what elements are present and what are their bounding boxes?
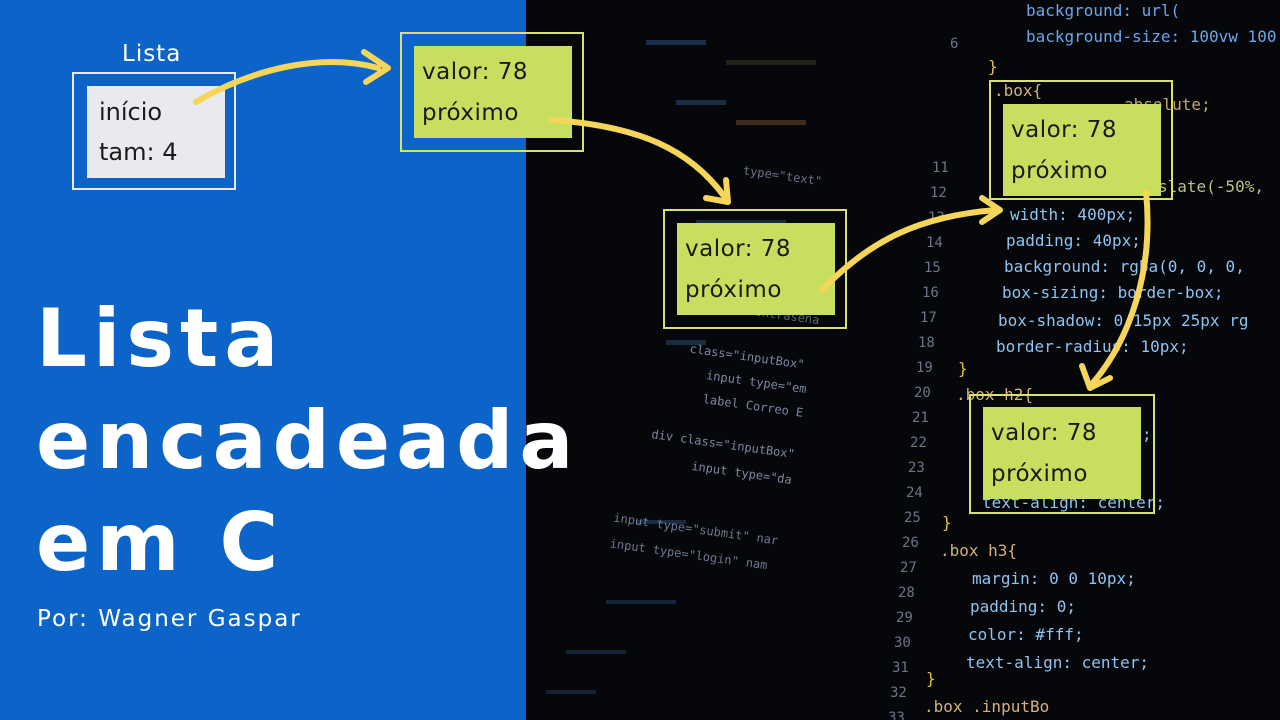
css-code-line: color: #fff; (968, 625, 1084, 644)
blur-mark (676, 100, 726, 105)
line-number: 31 (892, 660, 909, 676)
line-number: 14 (926, 235, 943, 251)
css-code-line: background: rgba(0, 0, 0, (1004, 257, 1245, 276)
html-code-line: div class="inputBox" (651, 427, 796, 461)
css-code-line: } (988, 57, 998, 76)
css-code-line: .box .inputBo (924, 697, 1049, 716)
node-1-box: valor: 78 próximo (414, 46, 572, 138)
node-3-border (989, 80, 1173, 200)
head-field-start: início (99, 98, 163, 126)
blur-mark (696, 220, 786, 225)
css-code-line: } (942, 513, 952, 532)
line-number: 18 (918, 335, 935, 351)
blur-mark (636, 520, 686, 524)
html-code-line: type="text" (742, 163, 823, 188)
node-value: valor: 78 (1011, 117, 1118, 143)
line-number: 11 (932, 160, 949, 176)
node-next: próximo (991, 461, 1088, 487)
css-code-line: margin: 0 0 10px; (972, 569, 1136, 588)
blur-mark (546, 690, 596, 694)
blur-mark (646, 40, 706, 45)
line-number: 21 (912, 410, 929, 426)
line-number: 30 (894, 635, 911, 651)
css-code-line: .box{ (994, 81, 1042, 100)
css-code-line: ; (1142, 425, 1152, 444)
line-number: 13 (928, 210, 945, 226)
blur-mark (666, 340, 706, 345)
line-number: 6 (950, 36, 958, 52)
line-number: 33 (888, 710, 905, 720)
css-code-line: border-radius: 10px; (996, 337, 1189, 356)
css-code-line: box-shadow: 0 15px 25px rg (998, 311, 1248, 330)
node-next: próximo (422, 100, 519, 126)
node-3-box: valor: 78 próximo (1003, 104, 1161, 196)
line-numbers: 6 11 12 13 14 15 16 17 18 19 20 21 22 23… (888, 36, 958, 720)
line-number: 23 (908, 460, 925, 476)
html-code-line: input type="em (705, 368, 807, 396)
node-value: valor: 78 (991, 420, 1098, 446)
title-line-1: Lista (36, 292, 285, 385)
html-code-line: input type="da (691, 459, 793, 487)
title-line-3: em C (36, 496, 285, 589)
list-head-caption: Lista (122, 41, 182, 67)
css-code-line: slate(-50%, (1158, 177, 1264, 196)
line-number: 16 (922, 285, 939, 301)
css-code-line: padding: 0; (970, 597, 1076, 616)
blur-mark (606, 600, 676, 604)
line-number: 12 (930, 185, 947, 201)
node-next: próximo (685, 277, 782, 303)
css-code-line: box-sizing: border-box; (1002, 283, 1224, 302)
line-number: 27 (900, 560, 917, 576)
page-title: Lista encadeada em C (36, 288, 579, 594)
line-number: 29 (896, 610, 913, 626)
css-code-line: background: url( (1026, 1, 1180, 20)
list-head-border (72, 72, 236, 190)
node-4-border (969, 394, 1155, 514)
node-1-border (400, 32, 584, 152)
line-number: 28 (898, 585, 915, 601)
line-number: 32 (890, 685, 907, 701)
html-code-line: label Correo E (702, 392, 804, 420)
head-field-size: tam: 4 (99, 138, 178, 166)
html-code-line: class="inputBox" (689, 342, 805, 372)
line-number: 25 (904, 510, 921, 526)
blur-mark (566, 650, 626, 654)
line-number: 17 (920, 310, 937, 326)
css-code-line: background-size: 100vw 100 (1026, 27, 1276, 46)
line-number: 20 (914, 385, 931, 401)
line-number: 15 (924, 260, 941, 276)
line-number: 19 (916, 360, 933, 376)
blur-mark (726, 60, 816, 65)
line-number: 26 (902, 535, 919, 551)
node-2-box: valor: 78 próximo (677, 223, 835, 315)
blurred-html-code (546, 40, 816, 694)
css-code-line: .box h3{ (940, 541, 1017, 560)
line-number: 22 (910, 435, 927, 451)
css-code-line: padding: 40px; (1006, 231, 1141, 250)
node-next: próximo (1011, 158, 1108, 184)
author-credit: Por: Wagner Gaspar (37, 606, 302, 632)
node-4-box: valor: 78 próximo (983, 407, 1141, 499)
node-value: valor: 78 (422, 59, 529, 85)
node-value: valor: 78 (685, 236, 792, 262)
blur-mark (736, 120, 806, 125)
title-line-2: encadeada (36, 394, 580, 487)
css-code-line: width: 400px; (1010, 205, 1135, 224)
css-code-line: text-align: center; (966, 653, 1149, 672)
css-code-line: } (958, 359, 968, 378)
css-code-line: } (926, 669, 936, 688)
line-number: 24 (906, 485, 923, 501)
list-head-box: início tam: 4 (87, 86, 225, 178)
